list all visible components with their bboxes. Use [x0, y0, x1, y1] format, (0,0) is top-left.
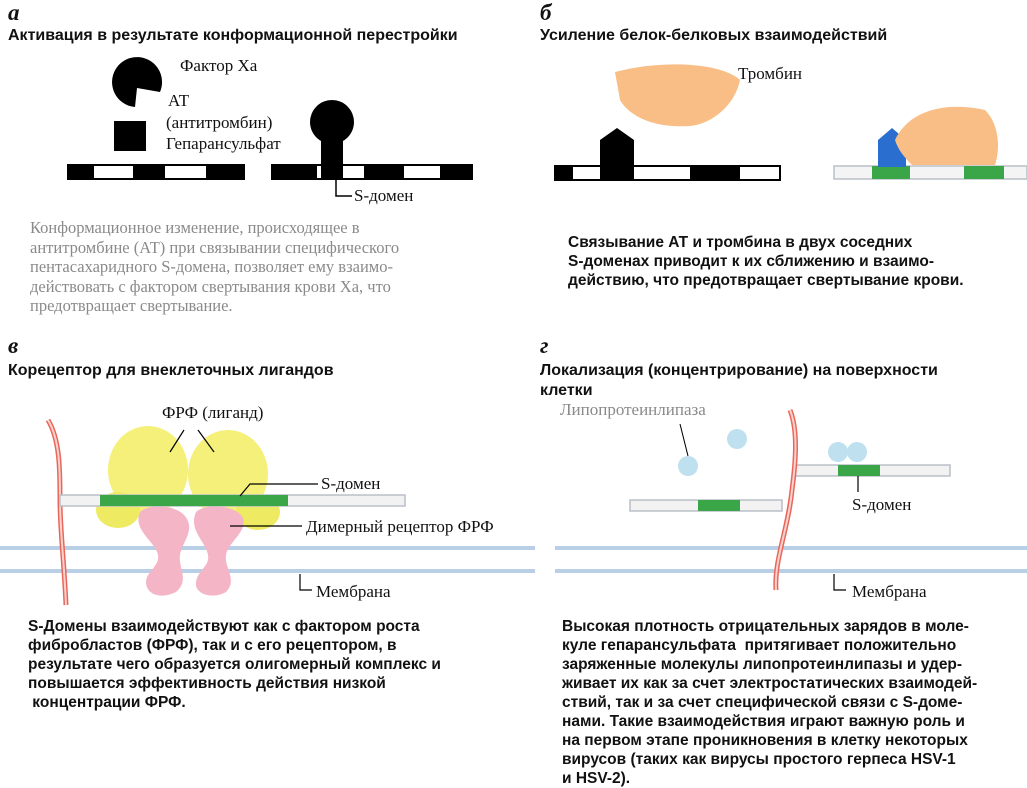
caption-line: Связывание АТ и тромбина в двух соседних: [568, 234, 913, 251]
panel-d-heading-line2: клетки: [540, 382, 593, 399]
lipase-molecule: [828, 442, 848, 462]
panel-a-drawing: [67, 57, 473, 197]
panel-b-heading: Усиление белок-белковых взаимодействий: [540, 27, 888, 44]
label-fgf-ligand: ФРФ (лиганд): [162, 403, 264, 422]
caption-line: Конформационное изменение, происходящее …: [30, 218, 360, 237]
panel-a-caption: Конформационное изменение, происходящее …: [30, 218, 500, 316]
ligand-pointer: [169, 429, 185, 453]
label-s-domain-d: S-домен: [852, 495, 912, 514]
panel-b-letter: б: [540, 0, 552, 25]
chain-dark-segment: [555, 166, 573, 180]
chain-green-segment: [964, 166, 1004, 179]
label-fgf-receptor: Димерный рецептор ФРФ: [306, 517, 494, 536]
panel-b-caption: Связывание АТ и тромбина в двух соседних…: [568, 233, 1008, 290]
caption-line: результате чего образуется олигомерный к…: [28, 656, 441, 673]
caption-line: ствий, так и за счет специфической связи…: [562, 694, 963, 711]
chain-dark-segment: [690, 166, 740, 180]
membrane-pointer: [299, 574, 312, 591]
label-membrane-c: Мембрана: [316, 582, 391, 601]
panel-c-heading: Корецептор для внеклеточных лигандов: [8, 362, 334, 379]
caption-line: заряженные молекулы липопротеинлипазы и …: [562, 656, 963, 673]
caption-line: антитромбине (АТ) при связывании специфи…: [30, 237, 400, 257]
s-domain-pointer: [239, 483, 318, 497]
caption-line: вирусов (таких как вирусы простого герпе…: [562, 751, 956, 768]
chain-green-segment: [698, 500, 740, 511]
caption-line: предотвращает свертывание.: [30, 296, 233, 315]
antithrombin-square: [114, 121, 146, 151]
at-bound-head: [310, 100, 354, 144]
fgf-ligand-left: [108, 426, 188, 514]
caption-line: Высокая плотность отрицательных зарядов …: [562, 618, 969, 635]
caption-line: действию, что предотвращает свертывание …: [568, 272, 964, 289]
label-s-domain-a: S-домен: [354, 186, 414, 205]
panel-d-drawing: [555, 409, 1027, 591]
chain-dark-segment: [440, 165, 472, 179]
caption-line: фибробластов (ФРФ), так и с его рецептор…: [28, 637, 397, 654]
thrombin-bound: [895, 106, 998, 165]
chain-green-segment: [872, 166, 910, 179]
chain-green-segment: [838, 465, 880, 476]
caption-line: живает их как за счет электростатических…: [562, 675, 978, 692]
panel-d-letter: г: [540, 333, 549, 358]
panel-c-caption: S-Домены взаимодействуют как с фактором …: [28, 617, 508, 712]
at-bound-stem: [321, 135, 343, 180]
chain-dark-segment: [272, 165, 317, 179]
chain-dark-segment: [206, 165, 244, 179]
panel-b-drawing: [554, 64, 1027, 181]
chain-green-segment: [100, 495, 288, 506]
label-heparan-sulfate: Гепарансульфат: [166, 134, 281, 153]
panel-c-letter: в: [8, 333, 19, 358]
caption-line: S-доменах приводит к их сближению и взаи…: [568, 253, 935, 270]
proteoglycan-core: [774, 409, 797, 591]
panel-d-heading-line1: Локализация (концентрирование) на поверх…: [540, 362, 938, 379]
label-membrane-d: Мембрана: [852, 582, 927, 601]
chain-dark-segment: [68, 165, 94, 179]
label-lipoprotein-lipase: Липопротеинлипаза: [560, 400, 706, 419]
lipase-pointer: [679, 423, 689, 457]
panel-d-caption: Высокая плотность отрицательных зарядов …: [562, 617, 1022, 788]
label-antithrombin: (антитромбин): [166, 113, 273, 132]
antithrombin-free: [600, 128, 634, 170]
ligand-pointer: [197, 429, 215, 453]
label-factor-xa: Фактор Ха: [180, 56, 258, 75]
label-thrombin: Тромбин: [738, 64, 803, 83]
chain-dark-segment: [364, 165, 404, 179]
factor-xa-shape: [112, 57, 163, 107]
panel-a-letter: а: [8, 0, 20, 25]
caption-line: концентрации ФРФ.: [28, 694, 186, 711]
caption-line: нами. Такие взаимодействия играют важную…: [562, 713, 965, 730]
heparan-chain-b1: [554, 165, 781, 181]
caption-line: на первом этапе проникновения в клетку н…: [562, 732, 968, 749]
label-s-domain-c: S-домен: [321, 474, 381, 493]
thrombin-free: [615, 64, 740, 127]
caption-line: и HSV-2).: [562, 770, 631, 787]
caption-line: пентасахаридного S-домена, позволяет ему…: [30, 257, 393, 276]
caption-line: действовать с фактором свертывания крови…: [30, 276, 391, 296]
fgf-receptor-right: [193, 506, 244, 596]
chain-dark-segment: [133, 165, 165, 179]
label-at: АТ: [168, 91, 190, 110]
panel-c-drawing: [0, 418, 535, 606]
lipase-molecule: [678, 456, 698, 476]
panel-a-heading: Активация в результате конформационной п…: [8, 27, 458, 44]
fgf-receptor-left: [138, 506, 190, 596]
membrane-pointer: [833, 574, 846, 591]
lipase-molecule: [727, 429, 747, 449]
s-domain-pointer: [335, 180, 352, 197]
lipase-molecule: [847, 442, 867, 462]
caption-line: куле гепарансульфата притягивает положит…: [562, 637, 957, 654]
caption-line: повышается эффективность действия низкой: [28, 675, 386, 692]
caption-line: S-Домены взаимодействуют как с фактором …: [28, 618, 420, 635]
